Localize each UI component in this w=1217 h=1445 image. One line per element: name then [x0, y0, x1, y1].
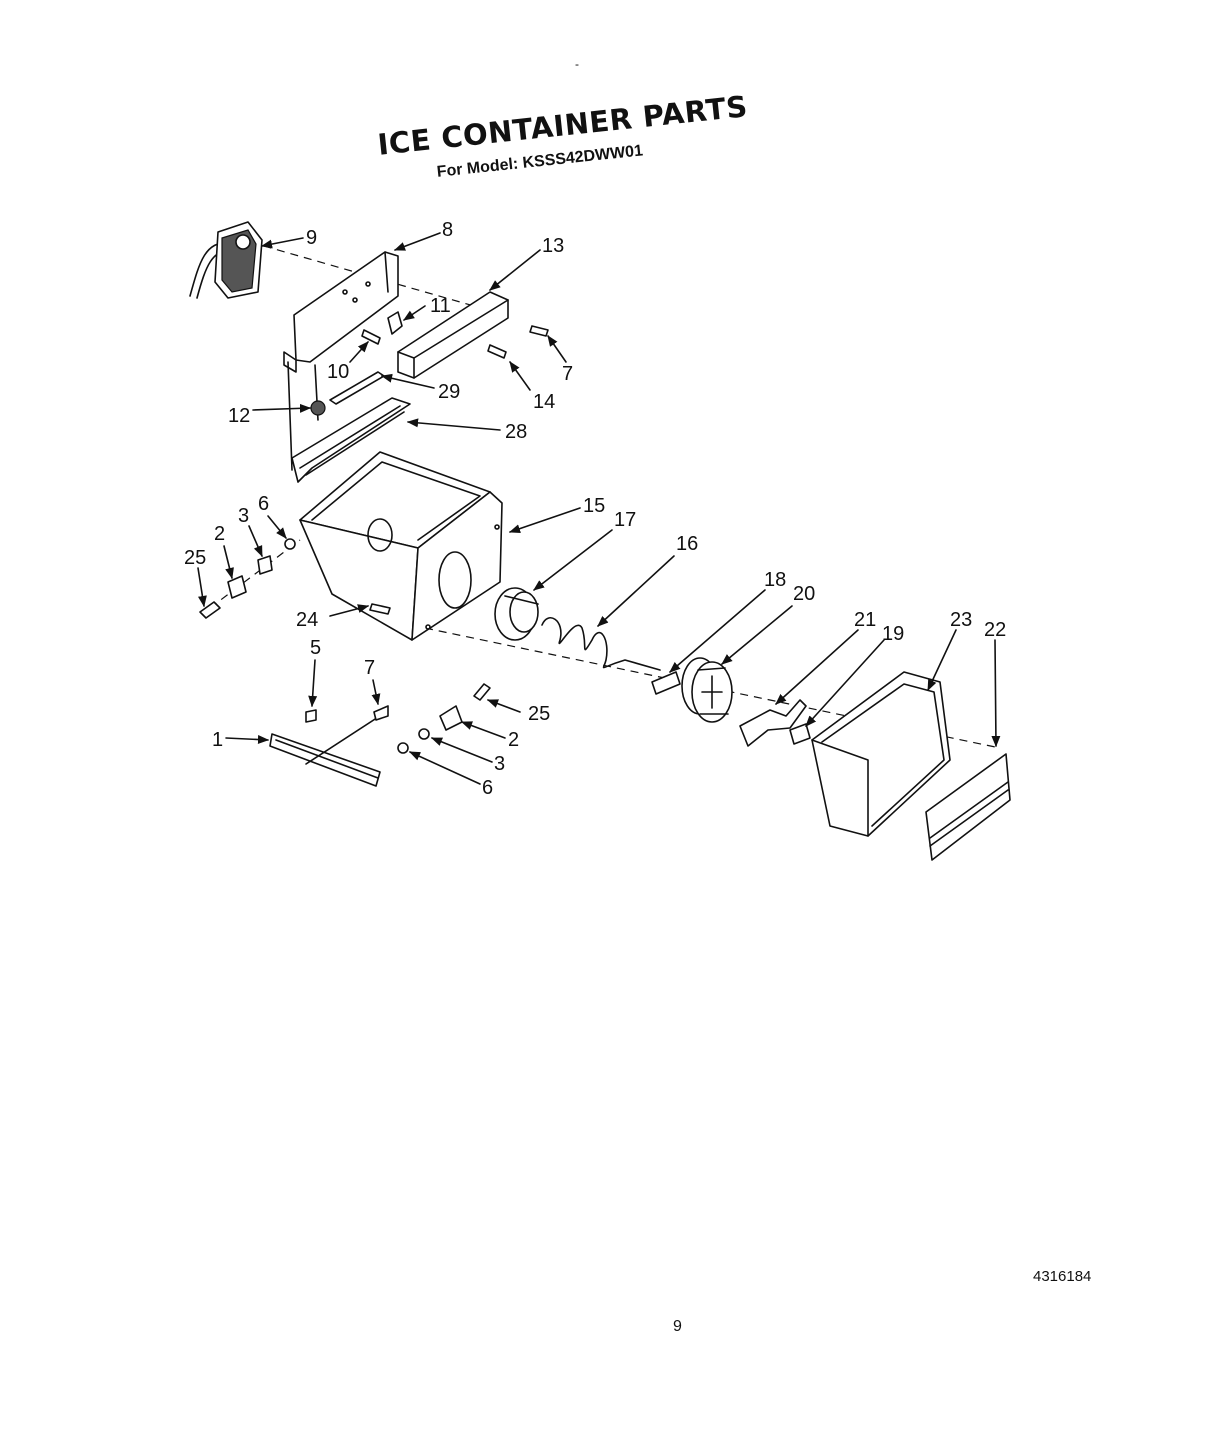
bracket-plate-part: [283, 251, 399, 471]
callout-3-bottom: 3: [494, 753, 505, 775]
spacer-3-left: [257, 555, 273, 575]
coupler-18: [651, 671, 681, 695]
callout-7-bottom: 7: [364, 657, 375, 679]
callout-25-bottom: 25: [528, 703, 550, 725]
callout-17: 17: [614, 509, 636, 531]
washer-6-left: [284, 538, 296, 550]
callout-13: 13: [542, 235, 564, 257]
callout-14: 14: [533, 391, 555, 413]
tray-28: [291, 397, 411, 483]
callout-8: 8: [442, 219, 453, 241]
callout-1: 1: [212, 729, 223, 751]
leader-lines: [197, 232, 1001, 785]
front-rail-1: [269, 711, 387, 787]
fastener-12: [310, 400, 326, 416]
screw-10: [361, 329, 381, 345]
callout-22: 22: [984, 619, 1006, 641]
clip-part: [387, 311, 403, 335]
callout-16: 16: [676, 533, 698, 555]
housing-part-15: [299, 451, 503, 641]
cover-rail-part: [397, 291, 509, 379]
screw-24: [369, 603, 391, 615]
motor-part: [189, 221, 263, 299]
callout-6-bottom: 6: [482, 777, 493, 799]
screw-25-bottom: [473, 683, 491, 701]
screw-7-bottom: [373, 705, 389, 721]
callout-20: 20: [793, 583, 815, 605]
bearing-cup-17: [494, 587, 539, 641]
wheel-20: [681, 657, 733, 723]
callout-25-left: 25: [184, 547, 206, 569]
callout-3-left: 3: [238, 505, 249, 527]
callout-9: 9: [306, 227, 317, 249]
bushing-2-left: [227, 575, 247, 599]
label-plate-22: [925, 753, 1011, 861]
callout-2-bottom: 2: [508, 729, 519, 751]
callout-15: 15: [583, 495, 605, 517]
callout-28: 28: [505, 421, 527, 443]
screw-14: [487, 344, 507, 359]
callout-7-top: 7: [562, 363, 573, 385]
nut-19: [789, 723, 811, 745]
page-number: 9: [673, 1318, 682, 1335]
callout-5: 5: [310, 637, 321, 659]
callout-6-left: 6: [258, 493, 269, 515]
screw-7-top: [529, 325, 549, 337]
callout-12: 12: [228, 405, 250, 427]
washer-6-bottom: [397, 742, 409, 754]
callout-23: 23: [950, 609, 972, 631]
screw-25-left: [199, 601, 221, 619]
top-mark: -: [575, 57, 579, 71]
document-number: 4316184: [1033, 1268, 1092, 1285]
callout-10: 10: [327, 361, 349, 383]
spring-16: [541, 617, 661, 671]
callout-18: 18: [764, 569, 786, 591]
spacer-3-bottom: [418, 728, 430, 740]
callout-11: 11: [430, 295, 451, 317]
callout-19: 19: [882, 623, 904, 645]
callout-29: 29: [438, 381, 460, 403]
assembly-line-left: [209, 539, 301, 609]
lever-21: [739, 699, 807, 747]
fastener-5: [305, 709, 317, 723]
bushing-2-bottom: [439, 705, 463, 731]
bucket-front-23: [811, 671, 951, 837]
callout-21: 21: [854, 609, 876, 631]
callout-2-left: 2: [214, 523, 225, 545]
callout-24: 24: [296, 609, 318, 631]
